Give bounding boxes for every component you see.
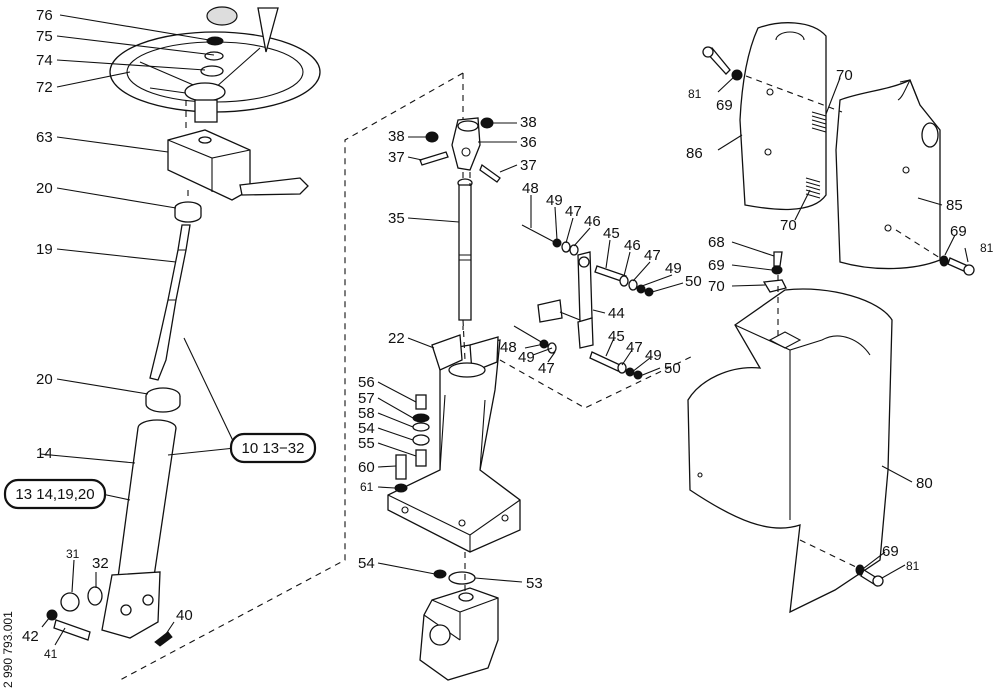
- label-49-a: 49: [546, 192, 563, 209]
- column-bracket: [387, 334, 521, 553]
- label-81-upper: 81: [688, 87, 702, 101]
- label-81-right: 81: [980, 241, 994, 255]
- reference-text-2: 13 14,19,20: [15, 486, 94, 503]
- label-60: 60: [358, 459, 375, 476]
- steering-unit: [419, 587, 499, 681]
- cover-85: [835, 79, 941, 270]
- label-47-c: 47: [538, 360, 555, 377]
- label-76: 76: [36, 7, 53, 24]
- label-38-right: 38: [520, 114, 537, 131]
- bolt-stack-56-55: [412, 394, 430, 467]
- label-74: 74: [36, 52, 53, 69]
- screw-81-69-right: [939, 255, 975, 276]
- label-19: 19: [36, 241, 53, 258]
- label-37-left: 37: [388, 149, 405, 166]
- leader-lines: [39, 14, 969, 646]
- label-57: 57: [358, 390, 375, 407]
- label-86: 86: [686, 145, 703, 162]
- label-20-upper: 20: [36, 180, 53, 197]
- label-58: 58: [358, 405, 375, 422]
- label-46-b: 46: [624, 237, 641, 254]
- label-37-right: 37: [520, 157, 537, 174]
- gas-strut: [537, 251, 594, 349]
- label-14: 14: [36, 445, 53, 462]
- springs-70: [805, 111, 827, 199]
- label-61: 61: [360, 480, 374, 494]
- label-69-clip: 69: [708, 257, 725, 274]
- label-45-b: 45: [608, 328, 625, 345]
- reference-box-2: 13 14,19,20: [3, 478, 107, 510]
- bolt-60-61: [394, 454, 408, 493]
- parts-31-42: [46, 586, 173, 647]
- label-41: 41: [44, 647, 58, 661]
- label-22: 22: [388, 330, 405, 347]
- label-80: 80: [916, 475, 933, 492]
- label-63: 63: [36, 129, 53, 146]
- reference-text-1: 10 13−32: [242, 440, 305, 457]
- label-49-d: 49: [645, 347, 662, 364]
- column-tube: [101, 419, 177, 639]
- label-44: 44: [608, 305, 625, 322]
- label-38-left: 38: [388, 128, 405, 145]
- label-46-a: 46: [584, 213, 601, 230]
- label-36: 36: [520, 134, 537, 151]
- label-48-lower: 48: [500, 339, 517, 356]
- reference-leaders: [101, 337, 236, 501]
- label-20-lower: 20: [36, 371, 53, 388]
- label-55: 55: [358, 435, 375, 452]
- screw-81-69-lower: [855, 564, 884, 587]
- label-35: 35: [388, 210, 405, 227]
- label-42: 42: [22, 628, 39, 645]
- label-31: 31: [66, 547, 80, 561]
- label-85: 85: [946, 197, 963, 214]
- label-40: 40: [176, 607, 193, 624]
- label-32: 32: [92, 555, 109, 572]
- cover-80: [687, 288, 893, 614]
- label-50-lower: 50: [664, 360, 681, 377]
- switch-block: [167, 129, 309, 201]
- label-69-lower: 69: [882, 543, 899, 560]
- label-81-lower: 81: [906, 559, 920, 573]
- label-54-upper: 54: [358, 420, 375, 437]
- label-50-upper: 50: [685, 273, 702, 290]
- label-47-a: 47: [565, 203, 582, 220]
- part-numbers: 76 75 74 72 63 20 19 20 14 31 32 40 42 4…: [22, 7, 994, 661]
- universal-joint: [419, 117, 501, 183]
- label-47-d: 47: [626, 339, 643, 356]
- label-70-upper: 70: [836, 67, 853, 84]
- nut-seal-53-54: [433, 569, 476, 585]
- bush-upper: [174, 201, 202, 223]
- label-54-lower: 54: [358, 555, 375, 572]
- label-47-b: 47: [644, 247, 661, 264]
- label-53: 53: [526, 575, 543, 592]
- steering-shaft: [149, 224, 191, 381]
- label-68: 68: [708, 234, 725, 251]
- label-69-right: 69: [950, 223, 967, 240]
- intermediate-shaft: [457, 178, 473, 321]
- label-56: 56: [358, 374, 375, 391]
- label-49-b: 49: [665, 260, 682, 277]
- label-70-middle: 70: [780, 217, 797, 234]
- label-49-c: 49: [518, 349, 535, 366]
- label-70-clip: 70: [708, 278, 725, 295]
- bush-lower: [145, 387, 181, 413]
- label-45-a: 45: [603, 225, 620, 242]
- knob-cap: [206, 6, 279, 53]
- drawing-code: 2 990 793.001: [1, 611, 15, 688]
- label-72: 72: [36, 79, 53, 96]
- label-69-upper: 69: [716, 97, 733, 114]
- label-75: 75: [36, 28, 53, 45]
- screw-81-69-upper: [702, 46, 743, 81]
- label-48-upper: 48: [522, 180, 539, 197]
- cover-86: [739, 22, 827, 211]
- clip-68-70: [762, 251, 787, 293]
- reference-box-1: 10 13−32: [229, 432, 317, 464]
